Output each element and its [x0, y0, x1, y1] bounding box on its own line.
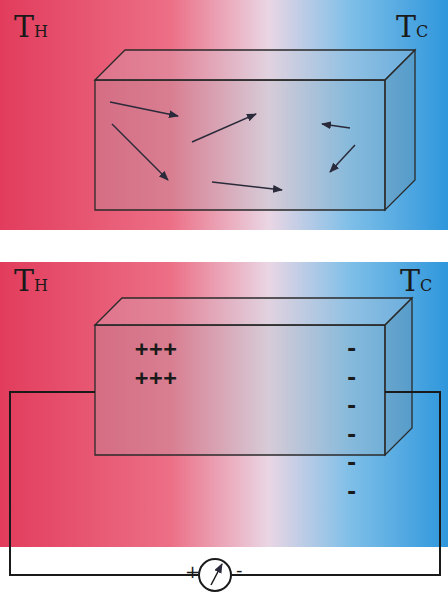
temperature-gradient	[0, 0, 448, 230]
positive-charges: +++ +++	[135, 335, 178, 392]
meter-plus: +	[185, 563, 200, 581]
cold-temperature: TC	[396, 12, 428, 42]
negative-charges: --- ---	[345, 335, 359, 507]
temperature-gradient	[0, 262, 448, 547]
charged-bar: +++ +++--- ---	[95, 325, 385, 455]
voltmeter-symbol	[199, 559, 231, 591]
bar-outline	[95, 298, 412, 455]
hot-temperature: TH	[14, 12, 48, 42]
cold-temperature: TC	[400, 266, 432, 296]
bar-outline	[95, 50, 415, 210]
carrier-arrows	[110, 102, 355, 190]
hot-temperature: TH	[14, 266, 48, 296]
meter-minus: -	[236, 561, 243, 579]
circuit-wire	[10, 392, 440, 575]
